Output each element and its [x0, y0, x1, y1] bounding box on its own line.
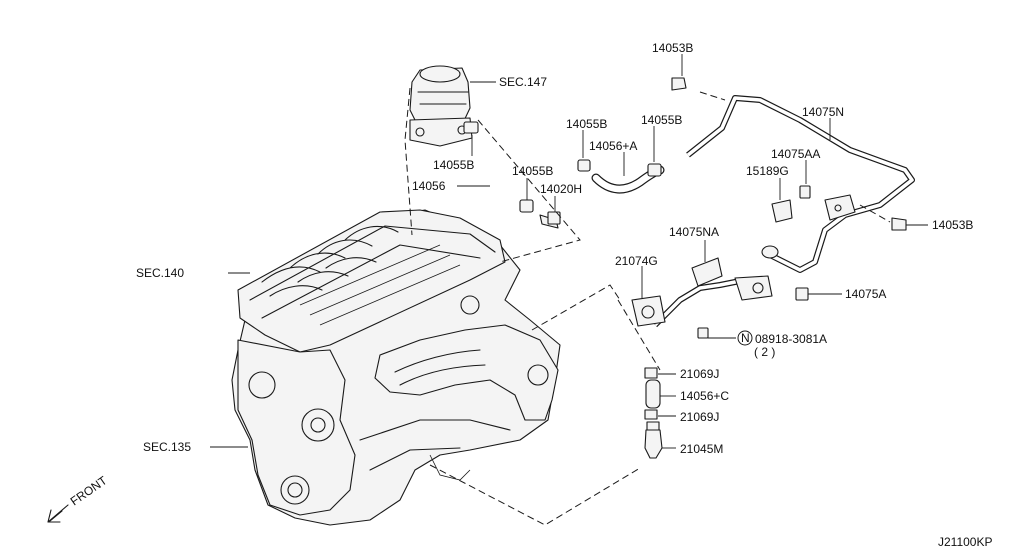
label-14075na: 14075NA — [669, 225, 719, 239]
label-14075aa: 14075AA — [771, 147, 820, 161]
label-21074g: 21074G — [615, 254, 658, 268]
egr-valve-illustration — [409, 65, 473, 147]
label-14056: 14056 — [412, 179, 446, 193]
label-quantity: ( 2 ) — [754, 345, 775, 359]
label-14056-a: 14056+A — [589, 139, 637, 153]
label-14055b-1: 14055B — [433, 158, 474, 172]
nut-marker: N — [741, 331, 750, 345]
label-21069j-2: 21069J — [680, 410, 719, 424]
egr-hose-a-illustration — [577, 159, 665, 194]
egr-tube-illustration — [671, 77, 915, 273]
label-sec-140: SEC.140 — [136, 266, 184, 280]
front-arrow-icon — [47, 504, 69, 523]
label-21045m: 21045M — [680, 442, 723, 456]
label-14075n: 14075N — [802, 105, 844, 119]
label-14056-c: 14056+C — [680, 389, 729, 403]
callout-labels: SEC.147 SEC.140 SEC.135 14053B 14075N 14… — [136, 41, 973, 456]
label-15189g: 15189G — [746, 164, 789, 178]
front-direction-indicator: FRONT — [47, 473, 110, 523]
label-14055b-2: 14055B — [566, 117, 607, 131]
egr-tube-na-illustration — [631, 257, 809, 459]
nut-marker-circle — [737, 330, 753, 346]
front-label: FRONT — [68, 473, 110, 509]
diagram-code: J21100KP — [938, 535, 993, 549]
label-sec-135: SEC.135 — [143, 440, 191, 454]
label-08918-3081a: 08918-3081A — [755, 332, 827, 346]
label-14053b-right: 14053B — [932, 218, 973, 232]
label-14053b-top: 14053B — [652, 41, 693, 55]
engine-assembly-illustration — [231, 209, 561, 526]
label-14020h: 14020H — [540, 182, 582, 196]
label-14055b-4: 14055B — [512, 164, 553, 178]
leader-lines — [210, 54, 928, 449]
label-sec-147: SEC.147 — [499, 75, 547, 89]
egr-hose-illustration — [463, 121, 561, 229]
label-14075a: 14075A — [845, 287, 886, 301]
label-14055b-3: 14055B — [641, 113, 682, 127]
label-21069j-1: 21069J — [680, 367, 719, 381]
reference-dashed-lines — [404, 87, 891, 526]
